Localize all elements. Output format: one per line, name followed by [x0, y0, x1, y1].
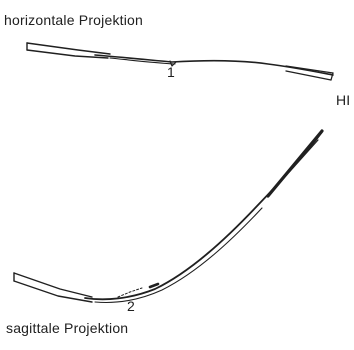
marker-1-label: 1	[167, 64, 175, 80]
hi-abbreviation-label: HI	[336, 92, 351, 108]
sagittal-projection-curve	[13, 129, 324, 303]
horizontal-projection-title: horizontale Projektion	[4, 12, 144, 28]
sagittal-projection-title: sagittale Projektion	[6, 320, 129, 336]
horizontal-projection-curve	[26, 42, 334, 81]
marker-2-label: 2	[127, 298, 135, 314]
